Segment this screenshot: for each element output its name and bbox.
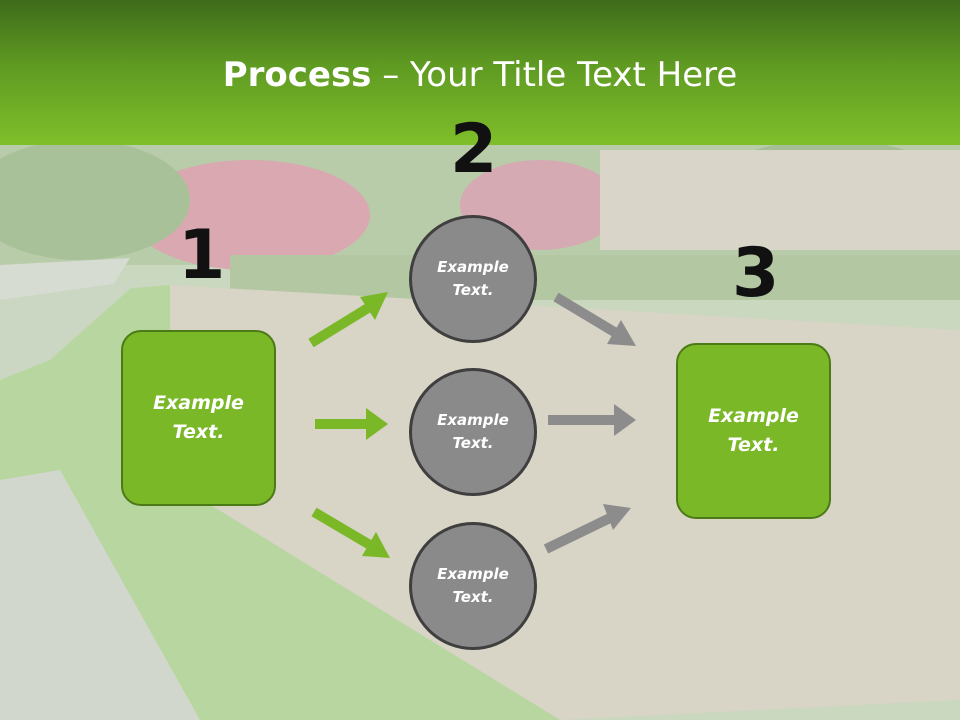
step-2-circle-middle: Example Text. <box>409 368 537 496</box>
gray-arrow-down <box>553 292 636 346</box>
step-2-circle-bottom: Example Text. <box>409 522 537 650</box>
slide-title: Process – Your Title Text Here <box>0 52 960 98</box>
step-1-number: 1 <box>178 216 226 295</box>
gray-arrow-up <box>543 504 631 554</box>
step-2-number: 2 <box>450 110 498 189</box>
title-bold: Process <box>222 55 372 95</box>
green-arrow-up <box>308 292 388 348</box>
step-1-text: Example Text. <box>153 392 244 443</box>
step-2-text-top: Example Text. <box>437 258 509 299</box>
green-arrow-right <box>315 408 388 440</box>
title-bar <box>0 0 960 145</box>
step-3-text: Example Text. <box>708 405 799 456</box>
step-1-box: Example Text. <box>121 330 276 506</box>
step-2-circle-top: Example Text. <box>409 215 537 343</box>
gray-arrow-right <box>548 404 636 436</box>
step-2-text-bottom: Example Text. <box>437 565 509 606</box>
green-arrow-down <box>311 507 390 558</box>
step-3-number: 3 <box>732 234 780 313</box>
title-rest: – Your Title Text Here <box>371 55 738 95</box>
step-3-box: Example Text. <box>676 343 831 519</box>
step-2-text-middle: Example Text. <box>437 411 509 452</box>
